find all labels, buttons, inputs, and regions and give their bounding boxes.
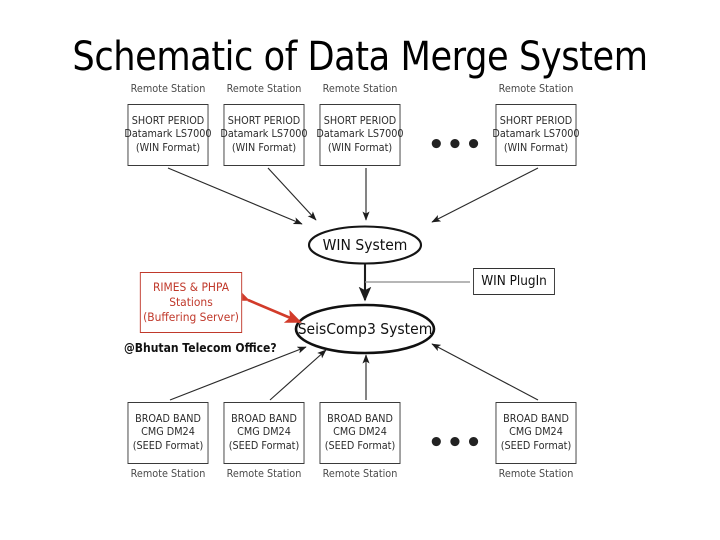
schematic-diagram: WIN System SeisComp3 System WIN PlugIn R… — [110, 82, 610, 490]
node-line-1: SHORT PERIOD — [131, 114, 205, 127]
rimes-line-2: Stations — [169, 295, 213, 309]
short-period-node-2[interactable]: SHORT PERIOD Datamark LS7000 (WIN Format… — [220, 104, 308, 166]
short-period-node-3[interactable]: SHORT PERIOD Datamark LS7000 (WIN Format… — [316, 104, 404, 166]
node-line-3: (WIN Format) — [327, 141, 393, 154]
node-line-2: CMG DM24 — [141, 426, 195, 439]
rimes-line-1: RIMES & PHPA — [152, 280, 230, 294]
bottom-station-label-4: Remote Station — [498, 468, 574, 480]
node-line-1: BROAD BAND — [231, 412, 297, 425]
broad-band-node-1[interactable]: BROAD BAND CMG DM24 (SEED Format) — [127, 402, 209, 464]
node-line-1: SHORT PERIOD — [499, 114, 573, 127]
node-line-1: SHORT PERIOD — [227, 114, 301, 127]
node-line-3: (SEED Format) — [324, 439, 396, 452]
node-line-2: Datamark LS7000 — [492, 128, 580, 141]
rimes-line-3: (Buffering Server) — [143, 310, 239, 324]
page-title: Schematic of Data Merge System — [72, 34, 648, 80]
node-line-3: (WIN Format) — [135, 141, 201, 154]
bottom-station-label-3: Remote Station — [322, 468, 398, 480]
connector-layer — [167, 167, 539, 401]
top-station-label-4: Remote Station — [498, 83, 574, 95]
top-station-label-2: Remote Station — [226, 83, 302, 95]
node-line-1: BROAD BAND — [135, 412, 201, 425]
node-line-2: CMG DM24 — [237, 426, 291, 439]
broad-band-node-3[interactable]: BROAD BAND CMG DM24 (SEED Format) — [319, 402, 401, 464]
bottom-station-label-1: Remote Station — [130, 468, 206, 480]
short-period-node-4[interactable]: SHORT PERIOD Datamark LS7000 (WIN Format… — [492, 104, 580, 166]
bottom-station-label-2: Remote Station — [226, 468, 302, 480]
node-line-2: Datamark LS7000 — [124, 128, 212, 141]
broad-band-node-2[interactable]: BROAD BAND CMG DM24 (SEED Format) — [223, 402, 305, 464]
node-line-2: Datamark LS7000 — [220, 128, 308, 141]
bottom-inflow-arrows — [169, 343, 539, 401]
node-line-3: (WIN Format) — [231, 141, 297, 154]
top-station-label-3: Remote Station — [322, 83, 398, 95]
node-line-3: (SEED Format) — [500, 439, 572, 452]
node-line-2: Datamark LS7000 — [316, 128, 404, 141]
node-line-1: BROAD BAND — [327, 412, 393, 425]
rimes-phpa-buffering-box[interactable]: RIMES & PHPA Stations (Buffering Server) — [139, 272, 243, 333]
node-line-2: CMG DM24 — [333, 426, 387, 439]
node-line-1: BROAD BAND — [503, 412, 569, 425]
broad-band-node-4[interactable]: BROAD BAND CMG DM24 (SEED Format) — [495, 402, 577, 464]
win-plugin-box[interactable]: WIN PlugIn — [473, 268, 555, 295]
bottom-row-ellipsis: ••• — [428, 428, 484, 458]
short-period-node-1[interactable]: SHORT PERIOD Datamark LS7000 (WIN Format… — [124, 104, 212, 166]
node-line-1: SHORT PERIOD — [323, 114, 397, 127]
top-station-label-1: Remote Station — [130, 83, 206, 95]
bhutan-telecom-annotation: @Bhutan Telecom Office? — [124, 341, 277, 355]
top-row-ellipsis: ••• — [428, 130, 484, 160]
node-line-3: (WIN Format) — [503, 141, 569, 154]
top-inflow-arrows — [167, 167, 539, 225]
win-system-ellipse[interactable] — [307, 225, 423, 265]
seiscomp3-ellipse[interactable] — [294, 303, 436, 355]
node-line-3: (SEED Format) — [228, 439, 300, 452]
node-line-2: CMG DM24 — [509, 426, 563, 439]
rimes-seiscomp-double-arrow — [231, 287, 302, 324]
node-line-3: (SEED Format) — [132, 439, 204, 452]
